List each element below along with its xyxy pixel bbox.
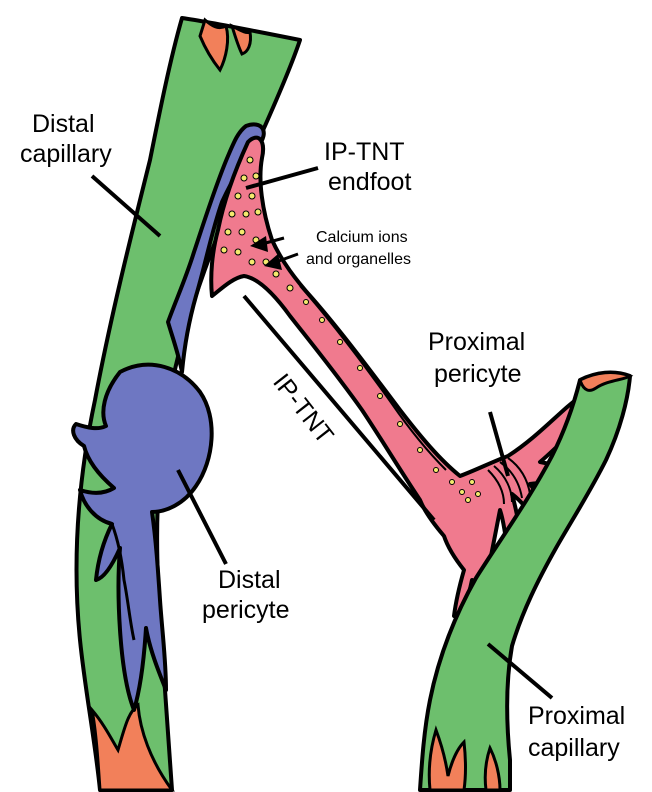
label-ip-tnt-endfoot-1: IP-TNT	[324, 138, 405, 166]
label-proximal-pericyte-1: Proximal	[428, 328, 525, 356]
label-distal-pericyte-1: Distal	[218, 566, 281, 594]
label-calcium-1: Calcium ions	[316, 229, 408, 246]
label-distal-pericyte-2: pericyte	[202, 596, 290, 624]
label-proximal-pericyte-2: pericyte	[434, 360, 522, 388]
label-ip-tnt: IP-TNT	[267, 368, 339, 449]
label-proximal-capillary-2: capillary	[528, 734, 620, 762]
label-distal-capillary-2: capillary	[20, 140, 112, 168]
label-calcium-2: and organelles	[306, 251, 411, 268]
label-distal-capillary-1: Distal	[32, 110, 95, 138]
label-ip-tnt-endfoot-2: endfoot	[328, 168, 411, 196]
label-proximal-capillary-1: Proximal	[528, 702, 625, 730]
leader-distal-pericyte	[178, 470, 226, 564]
